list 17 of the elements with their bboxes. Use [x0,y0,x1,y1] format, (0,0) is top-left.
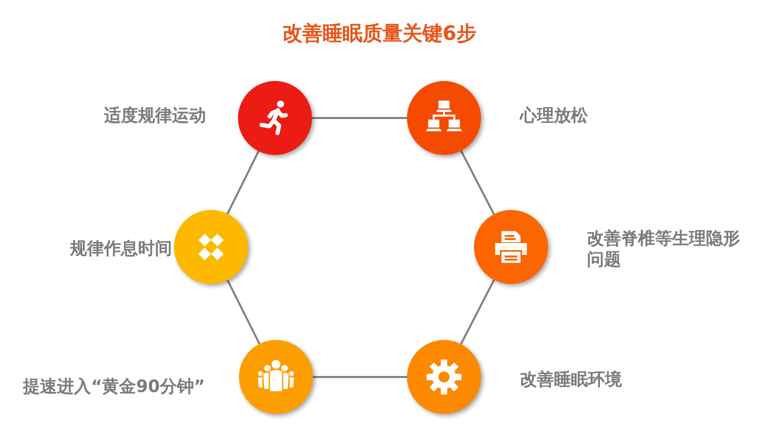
connector-line [460,150,495,215]
step-circle [407,340,481,414]
connector-line [460,279,495,345]
connector-line [226,280,260,344]
step-label: 提速进入“黄金90分钟” [22,377,205,398]
step-label: 改善睡眠环境 [520,370,622,391]
step-circle [239,340,313,414]
connector-line [313,376,407,378]
diagram-title: 改善睡眠质量关键6步 [282,20,476,46]
step-circle [174,210,248,284]
connector-line [312,117,407,119]
step-label: 适度规律运动 [104,106,206,127]
step-circle [474,210,548,284]
connector-line [226,150,260,214]
step-label: 心理放松 [520,106,588,127]
step-label: 规律作息时间 [70,239,172,260]
step-label: 改善脊椎等生理隐形问题 [587,229,741,271]
